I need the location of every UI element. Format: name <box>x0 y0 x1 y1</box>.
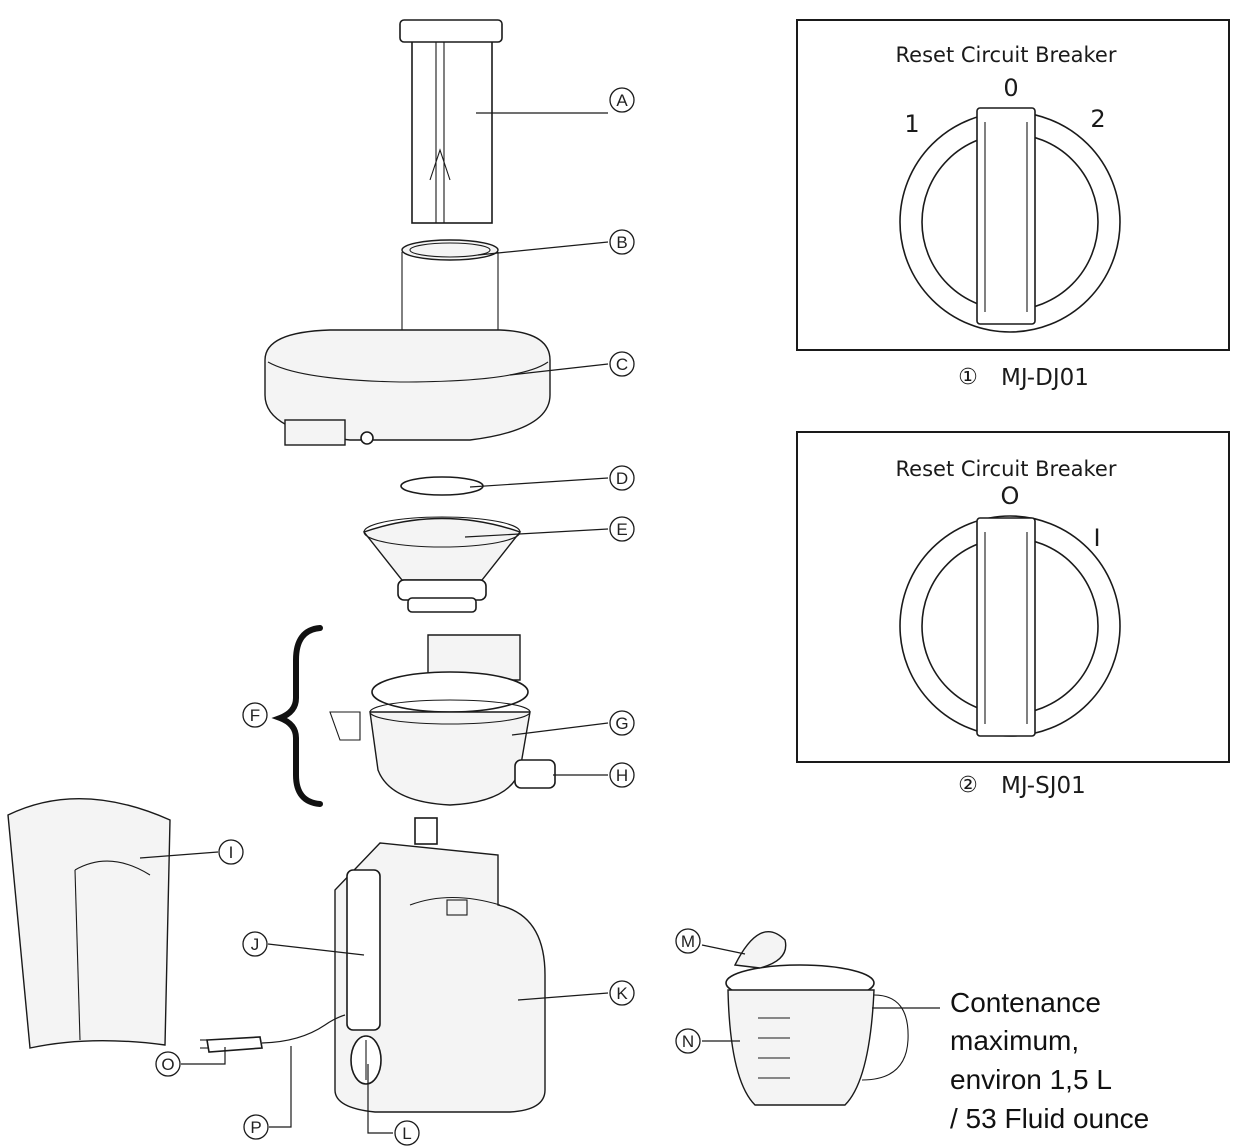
panel1-index: ① <box>958 365 978 390</box>
svg-text:N: N <box>682 1032 694 1051</box>
part-p-cord <box>261 1014 346 1044</box>
callout-j: J <box>242 931 268 957</box>
capacity-line-3: environ 1,5 L <box>950 1064 1112 1095</box>
part-k-motor-base <box>334 817 546 1113</box>
part-c-lid <box>264 329 551 446</box>
svg-text:P: P <box>250 1118 261 1137</box>
dial1-knob <box>899 107 1121 333</box>
callouts: A B C D E F <box>139 87 746 1146</box>
callout-a: A <box>609 87 635 113</box>
dial2-knob <box>899 515 1121 737</box>
capacity-line-4: / 53 Fluid ounce <box>950 1103 1149 1134</box>
dial2-label-o: O <box>1001 482 1020 510</box>
capacity-line-1: Contenance <box>950 987 1101 1018</box>
svg-text:F: F <box>250 706 260 725</box>
svg-text:E: E <box>616 520 627 539</box>
panel2-model: MJ-SJ01 <box>1001 773 1086 799</box>
callout-o: O <box>155 1051 181 1077</box>
svg-text:K: K <box>616 984 628 1003</box>
callout-d: D <box>609 465 635 491</box>
callout-c: C <box>609 351 635 377</box>
callout-b: B <box>609 229 635 255</box>
callout-i: I <box>218 839 244 865</box>
svg-text:A: A <box>616 91 628 110</box>
capacity-line-2: maximum, <box>950 1025 1079 1056</box>
part-i-pulp-container <box>7 798 171 1049</box>
svg-text:G: G <box>615 714 628 733</box>
callout-n: N <box>675 1028 701 1054</box>
svg-text:C: C <box>616 355 628 374</box>
svg-text:L: L <box>402 1124 411 1143</box>
part-n-jug <box>727 989 909 1106</box>
panel2-index: ② <box>958 773 978 798</box>
callout-g: G <box>609 710 635 736</box>
callout-m: M <box>675 928 701 954</box>
svg-text:B: B <box>616 233 627 252</box>
panel-mj-sj01: Reset Circuit Breaker O I ② MJ-SJ01 <box>796 431 1230 799</box>
panel-mj-dj01: Reset Circuit Breaker 0 1 2 ① MJ-DJ01 <box>796 19 1230 391</box>
part-o-plug <box>200 1036 263 1053</box>
svg-text:O: O <box>161 1055 174 1074</box>
bracket-f <box>271 625 323 807</box>
callout-h: H <box>609 762 635 788</box>
svg-text:M: M <box>681 932 695 951</box>
callout-p: P <box>243 1114 269 1140</box>
svg-text:D: D <box>616 469 628 488</box>
svg-text:H: H <box>616 766 628 785</box>
panel1-title: Reset Circuit Breaker <box>896 43 1117 67</box>
callout-l: L <box>394 1120 420 1146</box>
callout-e: E <box>609 516 635 542</box>
svg-text:I: I <box>229 843 234 862</box>
part-a-pusher <box>399 19 503 224</box>
callout-k: K <box>609 980 635 1006</box>
part-l-switch <box>350 1035 382 1085</box>
part-b-feed-tube <box>401 239 499 355</box>
part-d-seal <box>400 476 484 496</box>
panel1-model: MJ-DJ01 <box>1001 365 1089 391</box>
part-g-bowl <box>329 634 531 806</box>
dial1-label-0: 0 <box>1003 74 1018 102</box>
callout-f: F <box>242 702 268 728</box>
dial2-label-i: I <box>1093 524 1100 552</box>
part-h-spout <box>514 759 556 789</box>
part-j-safety-arm <box>346 869 381 1031</box>
panel2-title: Reset Circuit Breaker <box>896 457 1117 481</box>
dial1-label-2: 2 <box>1090 105 1105 133</box>
capacity-note: Contenance maximum, environ 1,5 L / 53 F… <box>872 987 1149 1134</box>
dial1-label-1: 1 <box>904 110 919 138</box>
svg-text:J: J <box>251 935 260 954</box>
part-e-filter <box>362 516 522 613</box>
